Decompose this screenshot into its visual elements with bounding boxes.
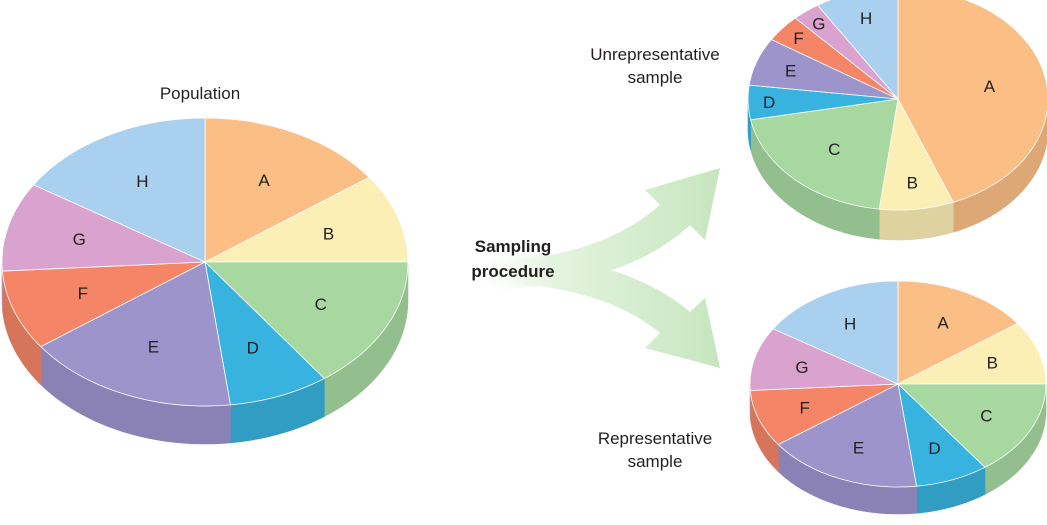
representative-slice-f [749, 383, 899, 446]
population-slice-b [204, 176, 409, 263]
unrepresentative-label-d: D [763, 93, 775, 112]
population-title: Population [160, 84, 240, 103]
unrepresentative-title-line1: Unrepresentative [590, 45, 719, 64]
unrepresentative-title-line2: sample [628, 68, 683, 87]
unrepresentative-label-a: A [984, 77, 996, 96]
unrepresentative-label-c: C [828, 140, 840, 159]
representative-label-c: C [980, 406, 992, 425]
population-slice-f [1, 261, 206, 348]
population-label-c: C [315, 295, 327, 314]
representative-label-e: E [853, 438, 864, 457]
representative-slice-b [897, 322, 1047, 385]
unrepresentative-label-g: G [812, 15, 825, 34]
representative-title-line1: Representative [598, 429, 712, 448]
population-slice-c [204, 261, 409, 379]
representative-label-d: D [928, 439, 940, 458]
population-label-b: B [323, 225, 334, 244]
unrepresentative-slice-c [750, 98, 899, 210]
population-label-d: D [247, 339, 259, 358]
representative-side [749, 383, 1047, 515]
representative-label-h: H [844, 315, 856, 334]
arrow-to-representative [470, 252, 720, 368]
unrepresentative-slice-h [816, 0, 899, 101]
procedure-label-line2: procedure [471, 262, 554, 281]
procedure-label-line1: Sampling [475, 237, 552, 256]
population-slice-g [1, 184, 206, 272]
population-slice-a [204, 117, 370, 263]
unrepresentative-label-h: H [860, 9, 872, 28]
population-label-e: E [148, 338, 159, 357]
representative-slice-e [777, 383, 918, 488]
representative-label-b: B [987, 354, 998, 373]
representative-label-f: F [800, 398, 810, 417]
unrepresentative-label-f: F [793, 29, 803, 48]
unrepresentative-side [747, 99, 1047, 241]
population-slice-d [204, 260, 325, 406]
population-label-g: G [73, 230, 86, 249]
population-label-f: F [78, 284, 88, 303]
unrepresentative-slice-a [897, 0, 1047, 203]
sampling-arrows [470, 168, 720, 368]
population-slice-e [40, 261, 231, 407]
representative-pie: A B C D E F G H [749, 280, 1047, 515]
population-slice-h [32, 117, 206, 263]
population-label-h: H [136, 172, 148, 191]
representative-title-line2: sample [628, 452, 683, 471]
population-pie: A B C D E F G H [1, 117, 409, 445]
representative-slice-g [749, 328, 899, 391]
representative-slice-c [897, 383, 1047, 468]
representative-label-g: G [795, 358, 808, 377]
representative-label-a: A [937, 314, 949, 333]
unrepresentative-label-b: B [907, 174, 918, 193]
population-label-a: A [258, 171, 270, 190]
representative-slice-a [897, 280, 1019, 385]
unrepresentative-label-e: E [785, 61, 796, 80]
representative-slice-h [772, 280, 899, 385]
